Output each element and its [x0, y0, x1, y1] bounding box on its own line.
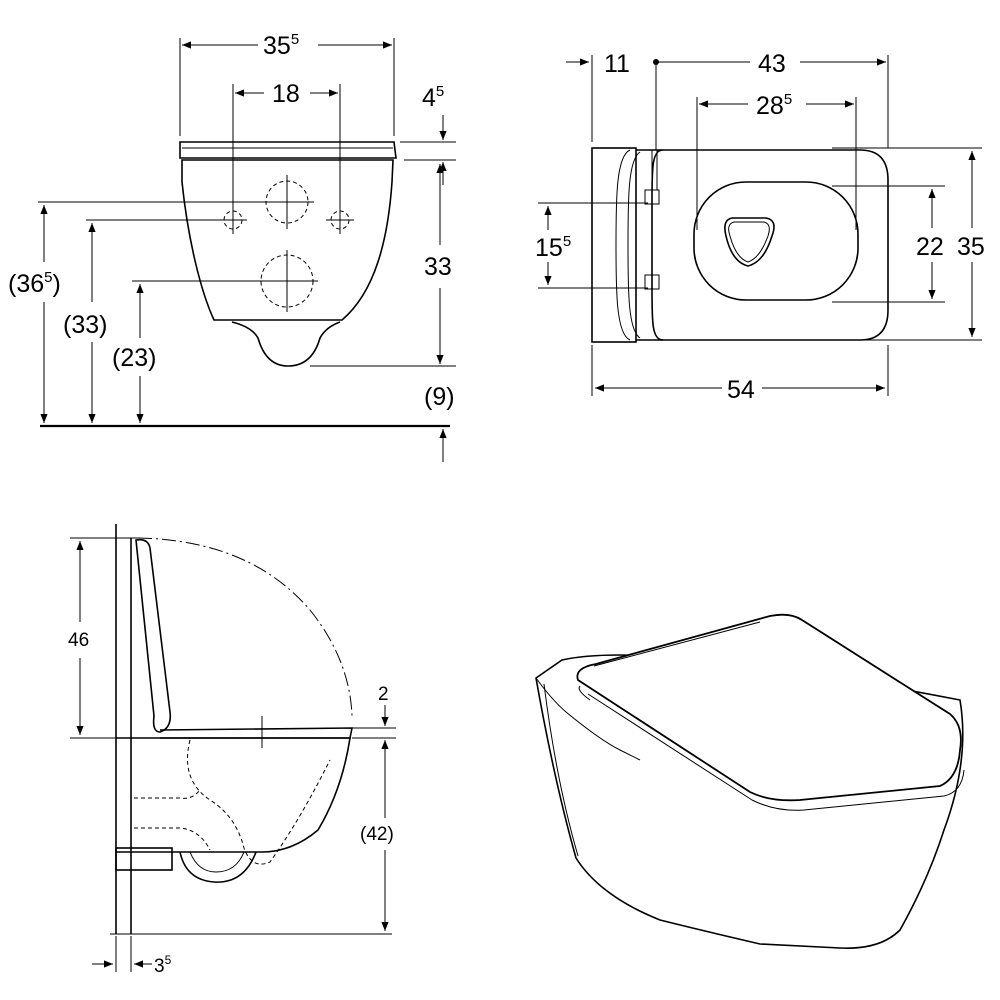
top-drain [724, 217, 775, 267]
side-lid-swing-arc [137, 537, 353, 717]
dim-height-upper-hole: (365) [8, 269, 61, 298]
dim-overall-depth: 54 [727, 376, 755, 404]
dim-height-lower-hole: (23) [112, 344, 156, 372]
dim-seat-thickness: 2 [378, 684, 389, 705]
top-view: 11 43 285 155 22 35 5 [535, 50, 985, 404]
dim-opening-height: 22 [916, 233, 944, 261]
dim-lid-height: 46 [68, 630, 89, 651]
top-bowl-opening [693, 181, 859, 301]
dim-wall-gap: 35 [154, 953, 172, 977]
fixing-hole-upper [260, 175, 314, 229]
dim-width-main: 355 [263, 31, 299, 60]
front-seat-slab [179, 141, 397, 159]
dim-bowl-height: 33 [424, 253, 452, 281]
front-view: 355 18 45 33 (9) (365) (33) [8, 31, 456, 462]
dim-height-side-holes: (33) [63, 311, 107, 339]
perspective-seat-lid [576, 613, 962, 802]
top-wall-plate [591, 147, 637, 343]
dim-floor-gap: (9) [424, 383, 455, 411]
side-view: 46 2 (42) 35 [68, 524, 396, 977]
drain-hole [256, 250, 318, 312]
side-outlet [179, 851, 257, 883]
side-lid-raised [135, 538, 172, 733]
dim-hinge-spacing: 155 [535, 233, 571, 262]
dim-overall-width: 35 [957, 233, 985, 261]
side-bowl [116, 737, 351, 853]
dim-opening-width: 285 [756, 91, 792, 120]
perspective-view [535, 613, 965, 949]
dim-top-offset: 45 [422, 83, 444, 112]
dim-seat-height: (42) [360, 824, 394, 845]
front-outlet [231, 321, 341, 367]
fixing-hole-left [219, 206, 247, 234]
dim-rear-offset: 11 [604, 50, 630, 78]
dim-seat-depth: 43 [758, 50, 786, 78]
front-bowl [181, 159, 394, 321]
top-seat-outline [636, 149, 889, 341]
dim-hole-spacing: 18 [272, 80, 300, 108]
fixing-hole-right [326, 206, 354, 234]
